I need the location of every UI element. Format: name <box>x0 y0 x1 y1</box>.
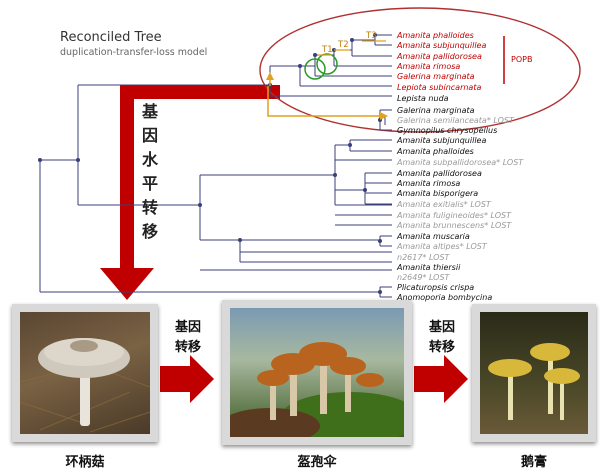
taxon-label: Amanita pallidorosea <box>396 169 482 178</box>
photo-amanita-image <box>480 312 588 434</box>
taxon-label: Amanita exitialis* LOST <box>396 200 492 209</box>
taxon-label: Amanita subjunquillea <box>396 41 486 50</box>
taxon-label: Amanita pallidorosea <box>396 52 482 61</box>
taxon-label: Lepista nuda <box>397 94 449 103</box>
taxon-label: Galerina semilanceata* LOST <box>397 116 515 125</box>
hgt-arrow-shaft <box>120 85 134 270</box>
taxon-label: Anomoporia bombycina <box>396 293 492 302</box>
tree-node <box>298 64 302 68</box>
hgt-arrow-band <box>120 85 280 99</box>
hgt-label: 基因水平转移 <box>141 102 158 241</box>
taxon-label: Galerina marginata <box>397 106 475 115</box>
taxon-label: Amanita brunnescens* LOST <box>396 221 512 230</box>
taxon-label: Lepiota subincarnata <box>397 83 481 92</box>
tree-node <box>333 173 337 177</box>
popb-ellipse <box>259 7 581 133</box>
hgt-arrow-head <box>100 268 154 300</box>
taxon-label: Amanita subpallidorosea* LOST <box>396 158 524 167</box>
taxon-label: Amanita fuligineoides* LOST <box>396 211 512 220</box>
tree-node <box>38 158 42 162</box>
photo-lepiota-image <box>20 312 150 434</box>
transfer-arrow-1-shaft <box>160 366 190 392</box>
taxon-label: Amanita phalloides <box>396 147 474 156</box>
duplication-circle-1 <box>304 58 326 80</box>
photo-lepiota <box>12 304 158 442</box>
tree-node <box>350 38 354 42</box>
mushroom-lepiota-illustration <box>20 338 150 433</box>
taxon-label: Amanita bisporigera <box>396 189 478 198</box>
photo-caption-3: 鹅膏 <box>520 455 547 470</box>
taxon-label: Plicaturopsis crispa <box>397 283 474 292</box>
tree-node <box>238 238 242 242</box>
transfer-line <box>267 86 380 117</box>
tree-subtitle: duplication-transfer-loss model <box>60 47 208 58</box>
transfer-label-1: 基因转移 <box>174 320 201 355</box>
taxon-label: Galerina marginata <box>397 72 475 81</box>
transfer-arrowhead <box>380 112 388 120</box>
transfer-marker-t3: T3 <box>365 31 377 41</box>
tree-title: Reconciled Tree <box>60 30 162 45</box>
transfer-label-2: 基因转移 <box>428 320 455 355</box>
transfer-arrowhead-2 <box>266 72 274 80</box>
group-label-popb: POPB <box>511 55 532 64</box>
taxon-label: Amanita rimosa <box>396 62 460 71</box>
taxon-label: Amanita phalloides <box>396 31 474 40</box>
tree-node <box>373 33 377 37</box>
taxon-label: Amanita rimosa <box>396 179 460 188</box>
photo-amanita <box>472 304 596 442</box>
taxon-label: Amanita thiersii <box>396 263 461 272</box>
transfer-marker-t2: T2 <box>337 40 349 50</box>
photo-galerina-image <box>230 308 404 437</box>
transfer-arrow-1-head <box>190 355 214 403</box>
photo-caption-2: 盔孢伞 <box>297 455 337 470</box>
tree-branches <box>38 33 392 298</box>
taxon-label: Amanita subjunquillea <box>396 136 486 145</box>
tree-node <box>363 188 367 192</box>
duplication-circle-2 <box>316 53 338 75</box>
taxon-label: Gymnopilus chrysopellus <box>397 126 497 135</box>
transfer-arrow-2-head <box>444 355 468 403</box>
tree-node <box>348 143 352 147</box>
tree-node <box>378 290 382 294</box>
transfer-arrow-2-shaft <box>414 366 444 392</box>
mushroom-amanita-illustration <box>488 343 580 420</box>
tree-node <box>313 53 317 57</box>
photo-caption-1: 环柄菇 <box>65 455 105 470</box>
taxon-label: Amanita muscaria <box>396 232 470 241</box>
taxon-label: n2649* LOST <box>397 273 451 282</box>
tree-node <box>378 239 382 243</box>
photo-galerina <box>222 300 412 445</box>
mushroom-galerina-illustration <box>230 342 404 437</box>
tree-node <box>198 203 202 207</box>
taxon-label: Amanita altipes* LOST <box>396 242 488 251</box>
taxon-label: n2617* LOST <box>397 253 451 262</box>
tree-node <box>76 158 80 162</box>
transfer-marker-t1: T1 <box>321 45 333 55</box>
